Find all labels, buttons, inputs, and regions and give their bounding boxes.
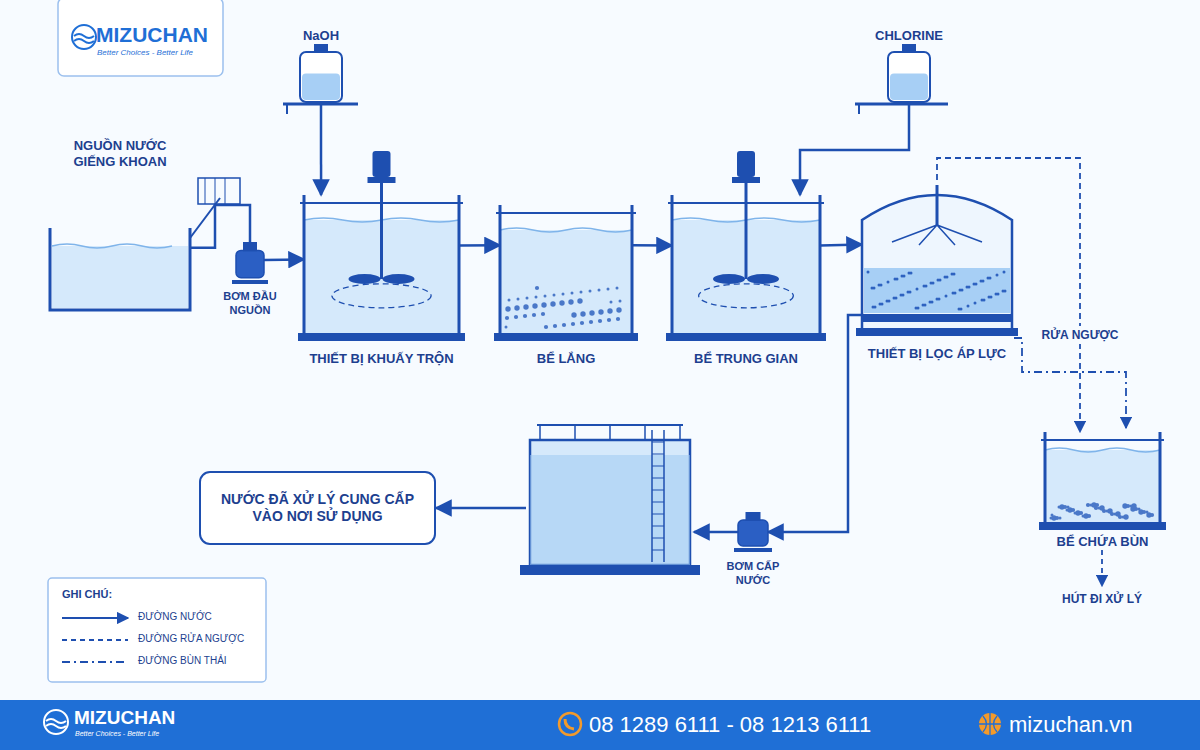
pump-graphic (236, 242, 264, 284)
sludge-graphic (1045, 432, 1160, 524)
pump-node: BƠM CẤP NƯỚC (738, 512, 768, 552)
mixer-graphic (304, 195, 459, 335)
flow-connector (768, 315, 862, 532)
mixer-graphic (672, 195, 820, 335)
node-label: NƯỚC ĐÃ XỬ LÝ CUNG CẤP VÀO NƠI SỬ DỤNG (210, 491, 425, 526)
node-label: NaOH (276, 28, 366, 44)
water-line (694, 531, 738, 534)
node-label: THIẾT BỊ LỌC ÁP LỰC (847, 346, 1027, 362)
node-label: BƠM ĐẦU NGUỒN (211, 290, 289, 318)
logo-box (58, 0, 223, 76)
filter-node: THIẾT BỊ LỌC ÁP LỰC (862, 180, 1012, 330)
pump-graphic (738, 512, 768, 552)
footer-logo-text: MIZUCHAN (74, 707, 175, 729)
legend-sample (62, 617, 128, 619)
flow-connector (820, 243, 862, 246)
node-label: CHLORINE (854, 28, 964, 44)
legend-sample (62, 639, 128, 641)
stand (286, 104, 288, 114)
sludge-node: BỂ CHỨA BÙN (1045, 432, 1160, 524)
footer-tagline: Better Choices - Better Life (75, 730, 159, 737)
sludge-line (1101, 550, 1103, 586)
mixer-node: BỂ TRUNG GIAN (672, 195, 820, 335)
flow-connector (320, 102, 323, 195)
bottle-graphic (300, 50, 342, 102)
mixer-node: THIẾT BỊ KHUẤY TRỘN (304, 195, 459, 335)
legend-sample (62, 661, 128, 663)
stand (858, 104, 860, 114)
node-label: BỂ CHỨA BÙN (1038, 534, 1168, 550)
legend-text: ĐƯỜNG BÙN THẢI (138, 655, 227, 666)
legend-text: ĐƯỜNG RỬA NGƯỢC (138, 633, 244, 644)
pump-node: BƠM ĐẦU NGUỒN (236, 242, 264, 284)
legend-text: ĐƯỜNG NƯỚC (138, 611, 212, 622)
website: mizuchan.vn (1009, 712, 1133, 738)
node-label: NGUỒN NƯỚC GIẾNG KHOAN (59, 138, 181, 171)
legend-title: GHI CHÚ: (62, 588, 112, 600)
flow-connector (632, 244, 672, 247)
clean-water-tank (520, 425, 700, 575)
logo-text: MIZUCHAN (96, 23, 208, 47)
flow-connector (459, 244, 500, 247)
basin-node: NGUỒN NƯỚC GIẾNG KHOAN (50, 228, 190, 310)
logo-tagline: Better Choices - Better Life (97, 48, 193, 57)
water-line (436, 507, 526, 510)
flow-connector (800, 102, 909, 195)
filter-graphic (862, 180, 1012, 330)
legend-box (48, 578, 266, 682)
flow-connector (264, 258, 304, 261)
node-label: THIẾT BỊ KHUẤY TRỘN (287, 351, 477, 367)
sludge-line (1014, 338, 1126, 428)
bottle-graphic (888, 50, 930, 102)
node-label: BƠM CẤP NƯỚC (708, 560, 798, 588)
settle-node: BỂ LẮNG (500, 205, 632, 335)
output-box: NƯỚC ĐÃ XỬ LÝ CUNG CẤP VÀO NƠI SỬ DỤNG (200, 472, 435, 544)
node-label: BỂ LẮNG (491, 351, 641, 367)
basin-graphic (50, 228, 190, 310)
bottle-node: CHLORINE (888, 50, 930, 102)
disposal-label: HÚT ĐI XỬ LÝ (1062, 592, 1142, 606)
bottle-node: NaOH (300, 50, 342, 102)
node-label: BỂ TRUNG GIAN (661, 351, 831, 367)
logo-icon (72, 25, 96, 49)
edge-label: RỬA NGƯỢC (1037, 326, 1122, 344)
settle-graphic (500, 205, 632, 335)
phone-numbers: 08 1289 6111 - 08 1213 6111 (589, 712, 871, 738)
